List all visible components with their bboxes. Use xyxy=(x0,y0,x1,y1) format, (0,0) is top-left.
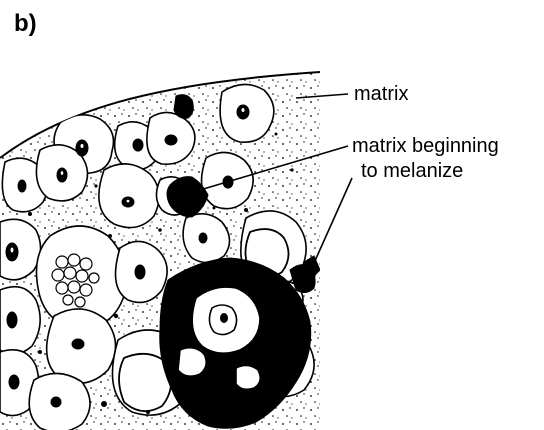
cell xyxy=(99,164,159,228)
